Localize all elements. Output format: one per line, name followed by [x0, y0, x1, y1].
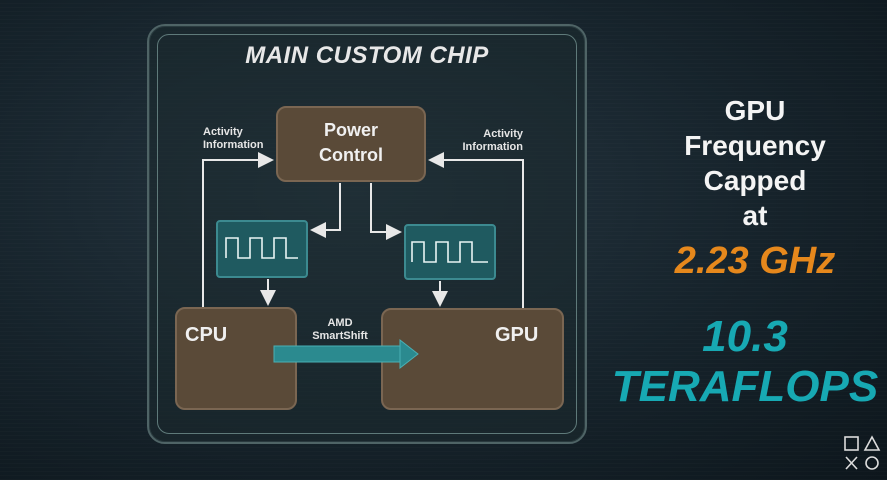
power-to-gpu-clock-line — [370, 183, 402, 240]
chip-title: MAIN CUSTOM CHIP — [245, 42, 489, 69]
activity-info-right-label: Activity Information — [462, 128, 524, 153]
gpu-label: GPU — [495, 324, 539, 346]
power-control-box — [276, 106, 426, 182]
gpu-activity-line — [428, 152, 524, 308]
smartshift-arrow — [273, 338, 419, 370]
teraflops-value: 10.3 — [702, 312, 788, 361]
teraflops-label: TERAFLOPS — [611, 362, 879, 411]
cpu-label: CPU — [185, 324, 228, 346]
gpu-heading-line1: GPU — [724, 95, 786, 126]
playstation-logo-icon — [844, 435, 881, 470]
cpu-activity-line — [202, 152, 274, 307]
activity-info-left-label: Activity Information — [203, 126, 264, 151]
power-control-label: Power Control — [319, 120, 383, 165]
main-chip-inner-border — [157, 34, 577, 434]
gpu-square-wave — [411, 241, 488, 263]
power-to-cpu-clock-line — [310, 183, 341, 238]
gpu-heading-line3: Capped — [703, 165, 807, 196]
gpu-clock-box — [404, 224, 496, 280]
smartshift-label: AMD SmartShift — [312, 317, 368, 342]
gpu-heading-line4: at — [742, 200, 768, 231]
gpu-frequency-value: 2.23 GHz — [674, 240, 836, 282]
gpu-heading-line2: Frequency — [684, 130, 826, 161]
cpu-square-wave — [225, 237, 298, 259]
